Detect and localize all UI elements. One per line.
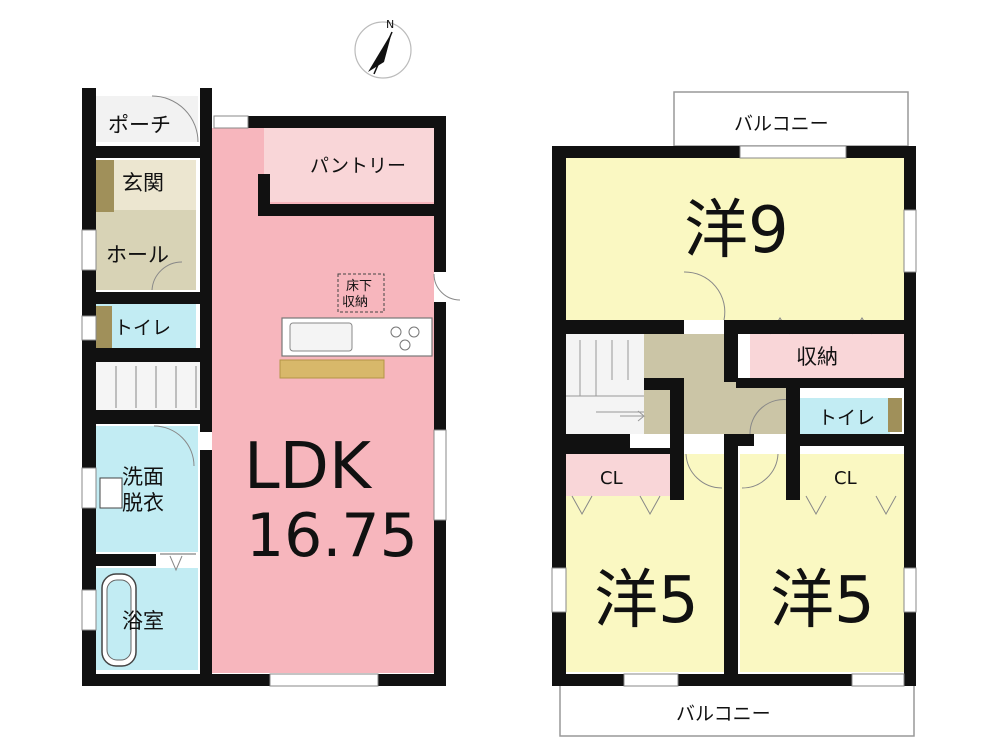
- closet-left-label: CL: [600, 468, 623, 489]
- toilet-area-floor2: [800, 398, 890, 434]
- room-left-area: [566, 496, 724, 672]
- floor1-walls: [82, 88, 446, 686]
- stair-area-floor2: [566, 334, 644, 434]
- stairs-floor2: [566, 340, 646, 422]
- dining-counter: [279, 359, 385, 379]
- floor2-plan: バルコニー バルコニー 洋9 収納 トイレ CL CL 洋5 洋5: [551, 91, 917, 737]
- floor2-walls: [552, 146, 916, 686]
- floor1-windows: [81, 115, 447, 687]
- hall-door-swing: [151, 261, 183, 291]
- toilet-area: [96, 304, 196, 350]
- floor1-plan: ポーチ 玄関 ホール トイレ パントリー 床下 収納 LDK 16.75 洗面 …: [81, 88, 461, 687]
- hall-area: [96, 210, 196, 290]
- room-left-label: 洋5: [594, 564, 699, 638]
- compass: N: [354, 18, 412, 79]
- porch-area: [96, 96, 198, 142]
- porch-door-swing: [151, 95, 199, 143]
- toilet-label-floor1: トイレ: [114, 317, 171, 339]
- room-large-door-swing: [683, 271, 726, 321]
- underfloor-storage-box: [337, 273, 385, 313]
- compass-north-label: N: [386, 18, 394, 31]
- ldk-side-door-swing: [433, 273, 461, 301]
- washbasin: [99, 477, 123, 509]
- bathroom-label: 浴室: [122, 609, 164, 633]
- floor2-windows: [551, 145, 917, 687]
- ldk-name-label: LDK: [244, 430, 373, 504]
- storage-label: 収納: [796, 345, 838, 369]
- stair-area: [96, 362, 206, 412]
- underfloor-storage-label-1: 床下: [346, 279, 372, 294]
- closet-right-label: CL: [834, 468, 857, 489]
- room-right-door-swing: [741, 453, 779, 489]
- storage-area: [750, 334, 906, 378]
- hall-label: ホール: [106, 243, 169, 267]
- room-right-label: 洋5: [770, 564, 875, 638]
- toilet-label-floor2: トイレ: [818, 407, 875, 429]
- room-large-label: 洋9: [684, 194, 789, 268]
- toilet-door-swing: [749, 398, 791, 435]
- underfloor-storage-label-2: 収納: [342, 295, 368, 310]
- kitchen-sink: [289, 322, 353, 352]
- pantry-label: パントリー: [310, 155, 406, 177]
- balcony-top: [673, 91, 909, 147]
- stove-burners: [399, 339, 411, 351]
- stairs-floor1: [115, 366, 197, 408]
- shoe-cabinet: [96, 160, 114, 212]
- closet-left-area: [566, 454, 670, 496]
- washroom-door-swing: [153, 425, 195, 467]
- entrance-label: 玄関: [122, 171, 164, 195]
- porch-label: ポーチ: [108, 113, 171, 137]
- room-large-area: [566, 158, 906, 320]
- ldk-area: [212, 128, 434, 673]
- pantry-area: [264, 128, 434, 202]
- washroom-label-2: 脱衣: [122, 491, 164, 515]
- balcony-top-label: バルコニー: [734, 113, 829, 135]
- room-left-door-swing: [685, 453, 723, 489]
- balcony-bottom-label: バルコニー: [676, 703, 771, 725]
- ldk-size-label: 16.75: [246, 501, 418, 571]
- washroom-label-1: 洗面: [122, 465, 164, 489]
- toilet-cabinet: [96, 306, 112, 348]
- compass-needle: [368, 32, 392, 72]
